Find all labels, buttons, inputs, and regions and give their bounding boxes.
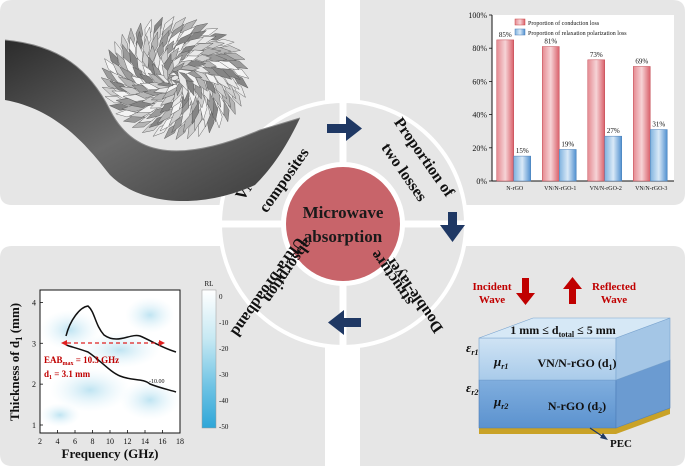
reflected-wave-label-1: Reflected bbox=[592, 281, 636, 293]
heat-x-tick-label: 2 bbox=[38, 437, 42, 446]
heat-x-tick-label: 18 bbox=[176, 437, 184, 446]
total-thickness-label: 1 mm ≤ dtotal ≤ 5 mm bbox=[510, 323, 615, 339]
flower-petal bbox=[211, 70, 232, 90]
flower-petal bbox=[200, 54, 228, 62]
center-title-line2: absorption bbox=[304, 227, 383, 246]
bar-y-tick-label: 80% bbox=[472, 44, 487, 53]
double-layer-structure: 1 mm ≤ dtotal ≤ 5 mm εr1 μr1 VN/N-rGO (d… bbox=[466, 277, 671, 450]
bar-y-tick-label: 0% bbox=[476, 177, 487, 186]
flower-petal bbox=[177, 69, 189, 93]
bar-relaxation bbox=[559, 149, 577, 182]
bar-relaxation bbox=[513, 155, 531, 182]
vn-nrgo-3d-render bbox=[4, 15, 301, 202]
colorbar bbox=[201, 289, 217, 429]
flow-arrow-left bbox=[328, 310, 361, 335]
bar-conduction bbox=[542, 46, 560, 182]
contour-label: -10.00 bbox=[149, 379, 165, 385]
layer2-label: N-rGO (d2) bbox=[548, 399, 606, 415]
center-title-line1: Microwave bbox=[303, 203, 384, 222]
colorbar-tick-label: -10 bbox=[219, 319, 229, 327]
colorbar-tick-label: -50 bbox=[219, 423, 229, 431]
rl-contour-lower bbox=[65, 344, 177, 393]
rl-contour-upper bbox=[65, 305, 177, 353]
bar-legend: Proportion of conduction loss Proportion… bbox=[514, 18, 627, 37]
mu-r1: μr1 bbox=[493, 354, 508, 371]
bar-data-label: 69% bbox=[635, 57, 648, 65]
bar-relaxation bbox=[650, 129, 668, 182]
colorbar-title: RL bbox=[205, 280, 214, 288]
bar-category-label: VN/N-rGO-1 bbox=[544, 186, 576, 192]
bar-conduction bbox=[633, 66, 651, 182]
bar-data-label: 15% bbox=[516, 147, 529, 155]
bar-data-label: 85% bbox=[499, 31, 512, 39]
flower-nanostructure bbox=[100, 15, 250, 141]
heat-x-tick-label: 14 bbox=[141, 437, 149, 446]
heatmap-x-label: Frequency (GHz) bbox=[62, 446, 159, 461]
legend-label-conduction: Proportion of conduction loss bbox=[528, 20, 600, 27]
layer1-label: VN/N-rGO (d1) bbox=[538, 356, 617, 372]
bar-data-label: 73% bbox=[590, 51, 603, 59]
eps-r1: εr1 bbox=[466, 340, 478, 357]
bar-data-label: 27% bbox=[607, 127, 620, 135]
incident-wave-label-1: Incident bbox=[472, 281, 511, 293]
bar-conduction bbox=[587, 59, 605, 182]
bar-category-label: VN/N-rGO-2 bbox=[590, 186, 622, 192]
heat-y-tick-label: 2 bbox=[32, 380, 36, 389]
heat-y-tick-label: 4 bbox=[32, 298, 36, 307]
colorbar-tick-label: -20 bbox=[219, 345, 229, 353]
heat-y-tick-label: 3 bbox=[32, 339, 36, 348]
heat-x-tick-label: 12 bbox=[124, 437, 132, 446]
center-circle bbox=[286, 167, 400, 281]
flower-petal bbox=[192, 54, 212, 62]
heat-x-tick-label: 10 bbox=[106, 437, 114, 446]
heat-x-tick-label: 6 bbox=[73, 437, 77, 446]
bar-data-label: 81% bbox=[544, 38, 557, 46]
bar-category-label: N-rGO bbox=[506, 186, 524, 192]
bar-y-tick-label: 100% bbox=[468, 11, 487, 20]
flower-petal bbox=[159, 101, 175, 113]
loss-proportion-bar-chart: 0% 20% 40% 60% 80% 100% N-rGO VN/N-rGO-1 VN/N-rG… bbox=[468, 11, 674, 192]
reflected-wave-label-2: Wave bbox=[601, 294, 627, 306]
heatmap-y-label: Thickness of d1 (mm) bbox=[7, 303, 24, 421]
bar-conduction bbox=[496, 39, 514, 182]
flower-petal bbox=[131, 84, 150, 92]
incident-wave-label-2: Wave bbox=[479, 294, 505, 306]
heat-y-tick-label: 1 bbox=[32, 421, 36, 430]
bar-relaxation bbox=[604, 135, 622, 182]
heat-x-tick-label: 4 bbox=[56, 437, 60, 446]
flower-petal bbox=[194, 48, 222, 56]
bar-data-label: 19% bbox=[561, 140, 574, 148]
colorbar-tick-label: -30 bbox=[219, 371, 229, 379]
eps-r2: εr2 bbox=[466, 380, 478, 397]
flow-arrow-down bbox=[440, 212, 465, 242]
colorbar-tick-label: -40 bbox=[219, 397, 229, 405]
eab-annotation: EABmax = 10.3 GHz bbox=[44, 355, 119, 367]
bar-y-tick-label: 40% bbox=[472, 111, 487, 120]
flower-petal bbox=[118, 86, 145, 96]
bar-category-label: VN/N-rGO-3 bbox=[635, 186, 667, 192]
mu-r2: μr2 bbox=[493, 394, 508, 411]
heat-x-tick-label: 8 bbox=[91, 437, 95, 446]
flow-arrow-right bbox=[327, 116, 362, 141]
thickness-annotation: d1 = 3.1 mm bbox=[44, 369, 91, 381]
legend-label-relaxation: Proportion of relaxation polarization lo… bbox=[528, 30, 627, 37]
bar-y-tick-label: 20% bbox=[472, 144, 487, 153]
center-ring: Microwave absorption VN/N-rGO composites… bbox=[218, 99, 468, 349]
pec-label: PEC bbox=[610, 438, 632, 450]
heat-x-tick-label: 16 bbox=[159, 437, 167, 446]
bar-data-label: 31% bbox=[652, 121, 665, 129]
colorbar-tick-label: 0 bbox=[219, 293, 223, 301]
bar-y-tick-label: 60% bbox=[472, 77, 487, 86]
